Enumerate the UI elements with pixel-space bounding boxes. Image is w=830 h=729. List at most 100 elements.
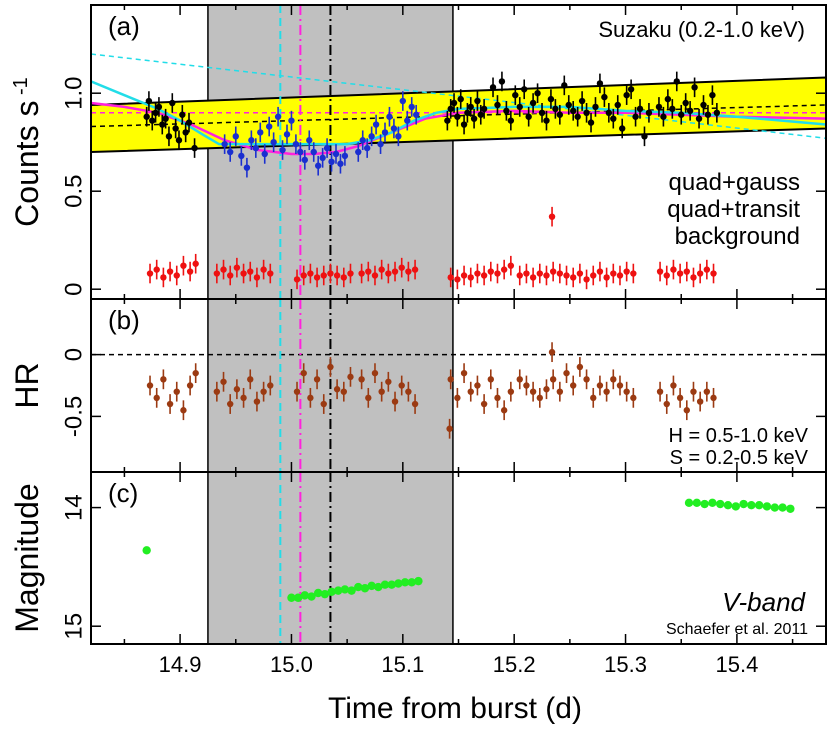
legend-entry: background (675, 223, 800, 250)
data-point (391, 268, 399, 275)
data-point (378, 266, 385, 273)
data-point (464, 109, 471, 117)
x-tick-label: 15.1 (381, 652, 424, 677)
data-point (365, 394, 372, 402)
data-point (556, 388, 564, 395)
data-point (614, 101, 621, 109)
data-point (313, 376, 321, 383)
data-point (358, 376, 365, 383)
data-point (155, 103, 163, 111)
data-point (616, 272, 624, 279)
data-point (623, 91, 630, 99)
data-point (368, 133, 375, 140)
data-point (512, 91, 519, 99)
data-point (332, 150, 340, 158)
data-point (739, 499, 748, 509)
data-point (313, 274, 321, 281)
data-point (381, 129, 389, 136)
data-point (327, 270, 334, 277)
y-axis-label-text: Counts s (9, 101, 45, 227)
data-point (627, 86, 635, 93)
data-point (191, 144, 198, 152)
data-point (454, 113, 461, 120)
data-point (576, 363, 584, 371)
data-point (641, 133, 648, 140)
data-point (578, 97, 586, 105)
data-point (227, 400, 234, 408)
data-point (710, 394, 717, 402)
data-point (623, 268, 630, 275)
data-point (516, 272, 523, 279)
data-point (682, 99, 689, 107)
data-point (398, 264, 405, 271)
data-point (333, 272, 341, 279)
data-point (630, 270, 637, 277)
panel-label: (a) (108, 11, 140, 41)
data-point (355, 148, 362, 156)
data-point (265, 123, 273, 130)
data-point (601, 93, 608, 101)
data-point (253, 274, 261, 281)
data-point (149, 117, 156, 124)
data-point (319, 154, 326, 162)
data-point (354, 582, 363, 592)
data-point (233, 264, 241, 271)
data-point (347, 586, 356, 595)
data-point (583, 276, 590, 283)
data-point (166, 400, 174, 408)
data-point (590, 272, 597, 279)
chart-title: Suzaku (0.2-1.0 keV) (598, 17, 805, 42)
data-point (683, 268, 690, 275)
data-point (279, 146, 286, 154)
data-point (380, 580, 390, 589)
data-point (327, 363, 334, 371)
data-point (543, 117, 550, 124)
data-point (703, 388, 711, 395)
data-point (313, 588, 323, 598)
data-point (180, 262, 187, 269)
data-point (347, 270, 354, 277)
data-point (323, 144, 331, 152)
y-axis-label-text: Magnitude (9, 483, 45, 632)
data-point (474, 270, 481, 277)
data-point (690, 388, 697, 395)
data-point (708, 498, 717, 508)
data-point (165, 133, 173, 140)
data-point (385, 378, 392, 385)
data-point (227, 148, 234, 156)
data-point (408, 103, 415, 111)
data-point (480, 105, 488, 113)
series-background (146, 206, 717, 290)
data-point (341, 152, 349, 160)
data-point (603, 274, 610, 281)
data-point (337, 160, 344, 167)
data-point (494, 101, 501, 109)
data-point (695, 115, 703, 122)
data-point (283, 131, 291, 138)
data-point (371, 272, 379, 279)
data-point (270, 139, 277, 146)
data-point (543, 272, 550, 279)
data-point (494, 394, 501, 402)
data-point (248, 137, 255, 144)
data-point (232, 133, 239, 140)
data-point (143, 113, 150, 120)
data-point (320, 400, 327, 408)
data-point (414, 576, 423, 586)
plot-area (91, 5, 826, 299)
data-point (543, 386, 550, 393)
data-point (186, 268, 194, 275)
data-point (747, 501, 756, 510)
data-point (394, 579, 403, 588)
data-point (450, 99, 458, 107)
data-point (656, 388, 664, 395)
data-point (233, 386, 241, 393)
data-point (770, 503, 779, 512)
data-point (347, 373, 354, 381)
y-axis-label-text: HR (9, 362, 45, 408)
panel-frame (90, 4, 827, 300)
plot-area (142, 472, 795, 644)
legend-entry: quad+gauss (669, 169, 800, 196)
y-axis-label-superscript: -1 (10, 77, 32, 100)
